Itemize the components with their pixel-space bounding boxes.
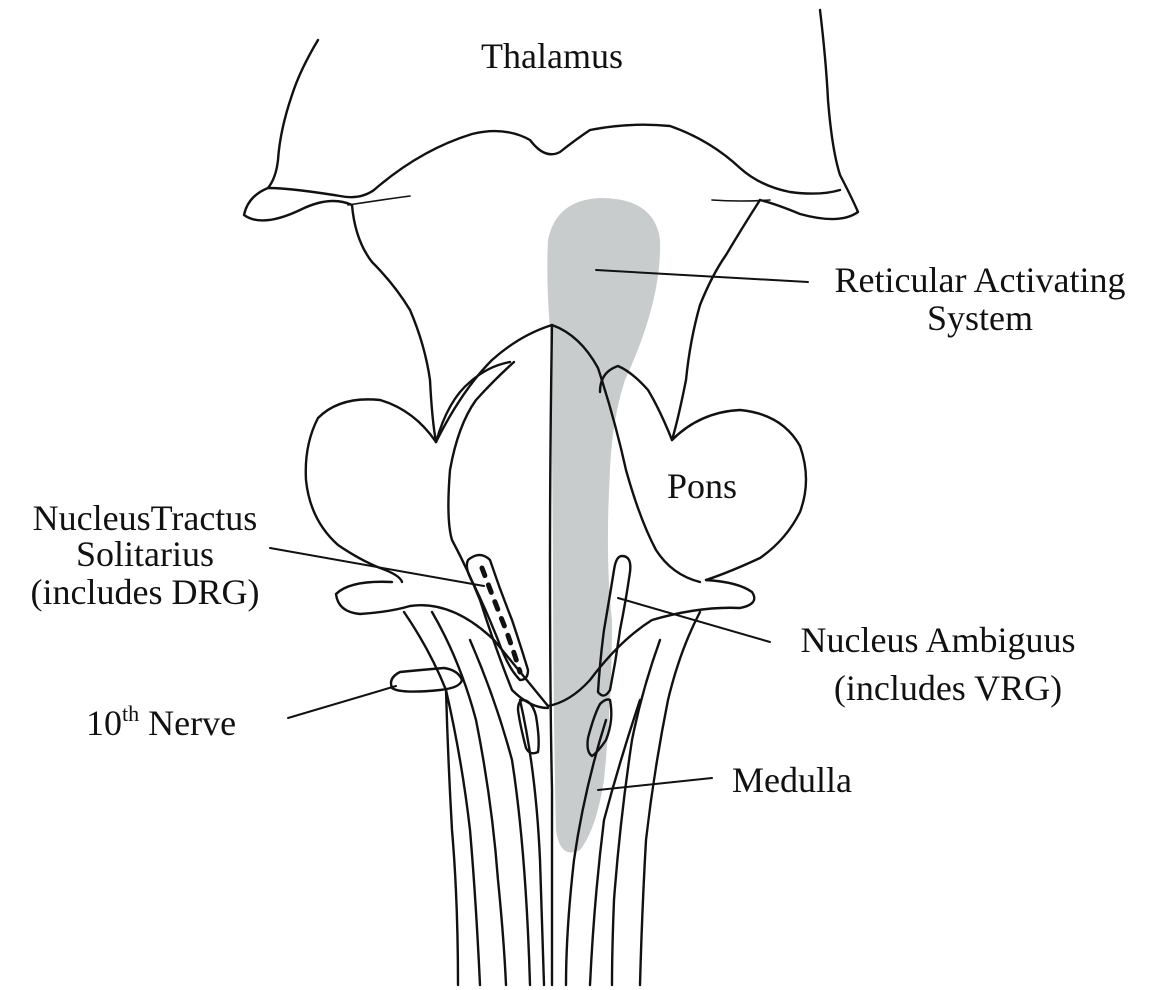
medulla-right-2 — [612, 640, 660, 985]
midbrain-outline — [268, 125, 840, 197]
ras-label-line1: Reticular Activating — [835, 260, 1126, 300]
nts-leader-line — [270, 548, 484, 586]
medulla-left-3 — [470, 640, 530, 985]
pons-left-lobe — [306, 399, 436, 582]
thalamus-outline — [244, 40, 352, 220]
tenth-nerve-leader-line — [288, 686, 396, 718]
medulla-label: Medulla — [732, 760, 852, 800]
tenth-nerve-number: 10 — [86, 703, 122, 743]
tenth-nerve-superscript: th — [122, 701, 139, 726]
central-pyramid-left — [448, 362, 548, 708]
tenth-nerve-label: 10th Nerve — [86, 701, 236, 743]
nucleus-ambiguus-label-line1: Nucleus Ambiguus — [801, 620, 1076, 660]
pons-lower-shelf — [336, 580, 754, 706]
thalamus-label: Thalamus — [481, 36, 623, 76]
tenth-nerve-word: Nerve — [139, 703, 236, 743]
nucleus-ambiguus-label-line2: (includes VRG) — [834, 668, 1062, 708]
reticular-activating-system-region — [547, 198, 660, 853]
nucleus-tractus-solitarius-outline — [467, 555, 528, 680]
nts-label-line2: Solitarius — [76, 534, 214, 574]
medulla-right-outer — [640, 612, 700, 985]
pons-label: Pons — [667, 466, 737, 506]
midline — [550, 325, 552, 985]
right-lateral-wall — [672, 200, 760, 440]
nucleus-ambiguus-leader-line — [618, 598, 770, 642]
ras-label-line2: System — [927, 298, 1033, 338]
nts-label-line1: NucleusTractus — [33, 498, 258, 538]
nts-label-line3: (includes DRG) — [31, 572, 260, 612]
tenth-nerve-stub — [391, 668, 462, 692]
midbrain-fissure-right — [712, 200, 770, 201]
pons-left-inner — [436, 362, 510, 442]
